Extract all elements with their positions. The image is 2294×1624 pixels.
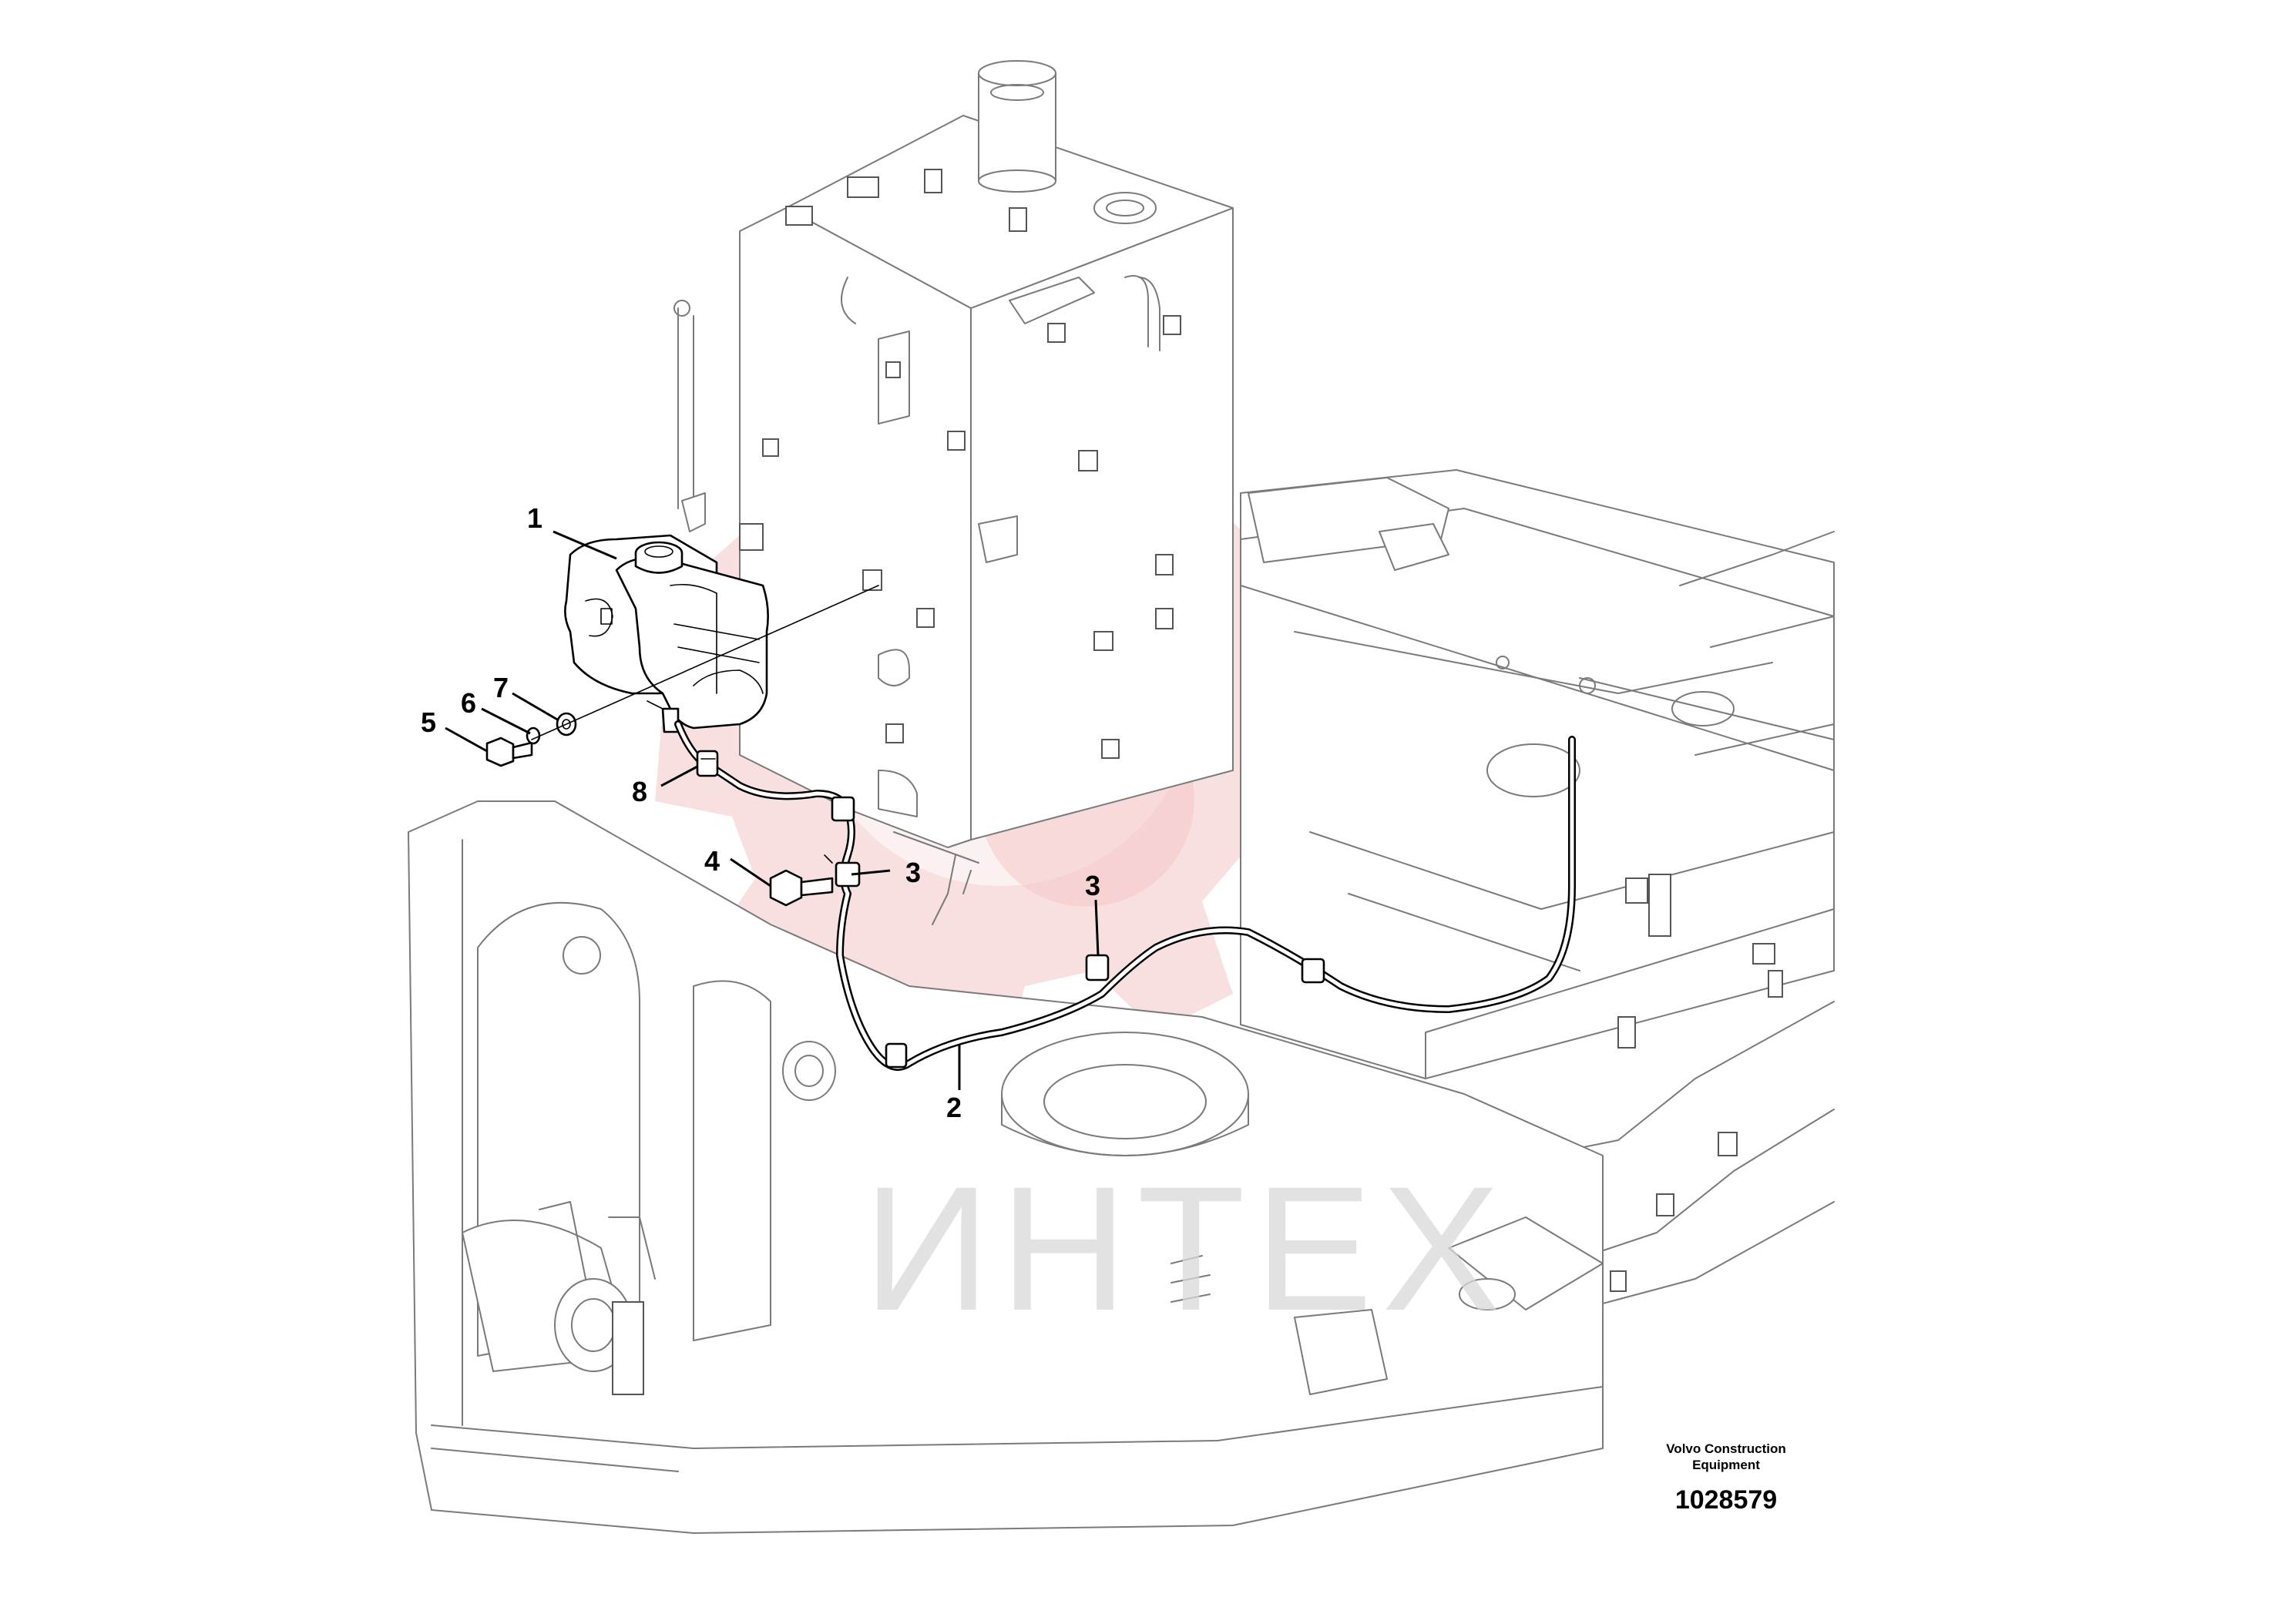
hose-clamp — [696, 750, 719, 777]
company-label: Volvo Construction Equipment — [1634, 1441, 1819, 1473]
company-line-1: Volvo Construction — [1666, 1441, 1786, 1456]
callout-5: 5 — [421, 706, 436, 738]
washer-item-6 — [526, 726, 541, 745]
callout-4: 4 — [704, 845, 720, 877]
callout-3-mid: 3 — [1085, 870, 1100, 901]
callout-3-upper: 3 — [905, 857, 921, 888]
callout-numbers: 1 2 3 3 4 5 6 7 8 — [421, 502, 1100, 1123]
callout-6: 6 — [461, 687, 476, 719]
upper-frame-chassis — [1240, 469, 1835, 1341]
callout-leaders — [445, 530, 1100, 1090]
mounting-axis-line — [531, 585, 879, 740]
watermark-text: ИНТЕХ — [863, 1149, 1510, 1347]
callout-2: 2 — [946, 1092, 962, 1123]
callout-8: 8 — [632, 776, 647, 807]
hydraulic-tank — [673, 60, 1234, 925]
company-line-2: Equipment — [1692, 1458, 1760, 1472]
callout-1: 1 — [527, 502, 542, 534]
callout-7: 7 — [493, 672, 509, 703]
screw-item-5 — [485, 737, 533, 767]
reference-number: 1028579 — [1674, 1485, 1778, 1515]
washer-reservoir — [564, 534, 769, 733]
boom-foot-frame — [408, 800, 1604, 1534]
bolt-item-4 — [769, 869, 834, 907]
